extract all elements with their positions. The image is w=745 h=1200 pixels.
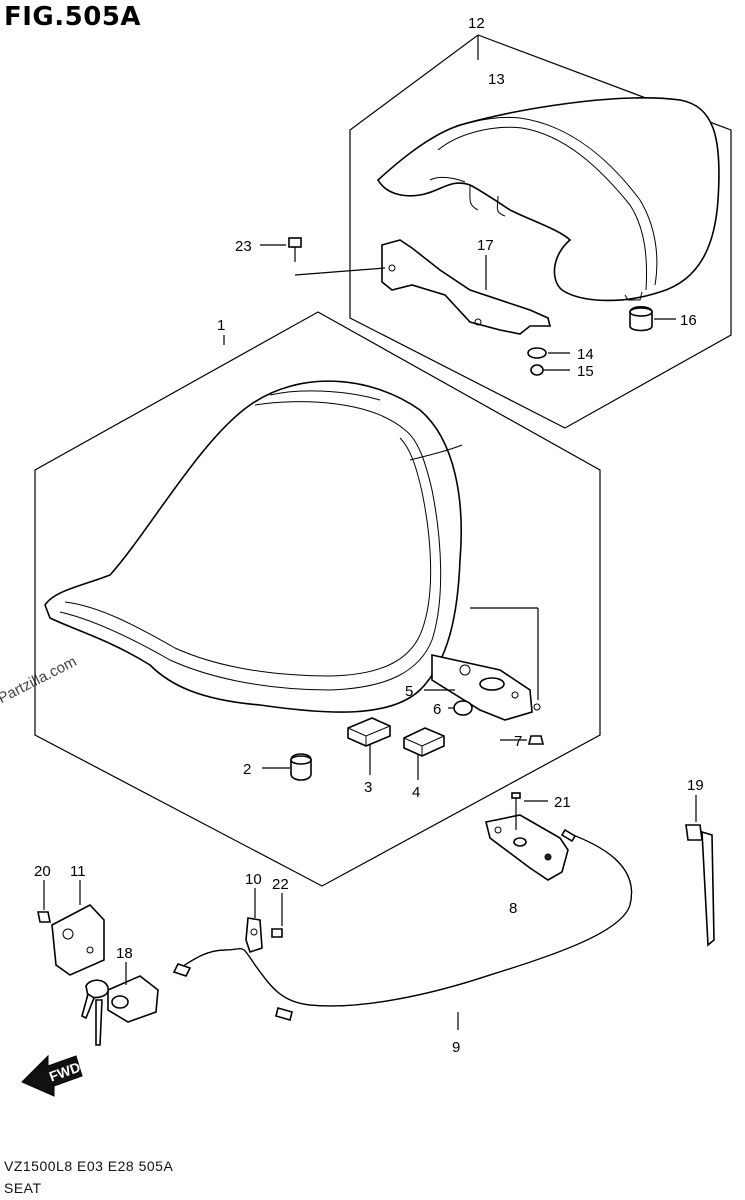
callout-14: 14 [577,346,594,363]
seat-bracket [381,239,552,335]
callout-3: 3 [364,779,372,796]
washer-14 [527,347,547,359]
cushion-16 [629,305,653,332]
cable-tie-19 [685,824,715,947]
callout-7: 7 [514,733,522,750]
callout-5: 5 [405,683,413,700]
screw-22 [271,928,283,938]
figure-title: FIG.505A [4,2,142,32]
callout-19: 19 [687,777,704,794]
main-seat [44,380,463,713]
cushion-2 [290,753,312,781]
model-code: VZ1500L8 E03 E28 505A [4,1158,174,1174]
callout-12: 12 [468,15,485,32]
callout-1: 1 [217,317,225,334]
main-seat-group-outline [34,311,601,887]
leader-lines [43,35,697,1030]
callout-9: 9 [452,1039,460,1056]
callout-2: 2 [243,761,251,778]
callout-17: 17 [477,237,494,254]
callout-6: 6 [433,701,441,718]
callout-4: 4 [412,784,420,801]
section-name: SEAT [4,1180,42,1196]
callout-10: 10 [245,871,262,888]
callout-13: 13 [488,71,505,88]
nut-7 [527,735,545,745]
rear-seat [376,97,720,302]
bolt-23 [288,237,386,276]
callout-23: 23 [235,238,252,255]
seat-lock-18 [81,975,159,1046]
callout-labels: 1 2 3 4 5 6 7 8 9 10 11 12 13 14 15 16 1… [34,15,704,1056]
seat-plate-5 [431,607,541,721]
callout-18: 18 [116,945,133,962]
cushion-block-4 [403,727,445,757]
nut-15 [530,364,544,376]
forward-arrow: FWD [21,1054,83,1097]
callout-20: 20 [34,863,51,880]
rear-seat-group-outline [349,34,732,429]
callout-16: 16 [680,312,697,329]
cushion-block-3 [347,717,391,747]
seat-latch-8 [485,792,569,881]
callout-21: 21 [554,794,571,811]
callout-15: 15 [577,363,594,380]
lock-bracket-11 [51,904,105,976]
callout-22: 22 [272,876,289,893]
damper-6 [453,700,473,716]
callout-8: 8 [509,900,517,917]
bolt-20 [37,911,51,923]
callout-11: 11 [70,863,86,880]
